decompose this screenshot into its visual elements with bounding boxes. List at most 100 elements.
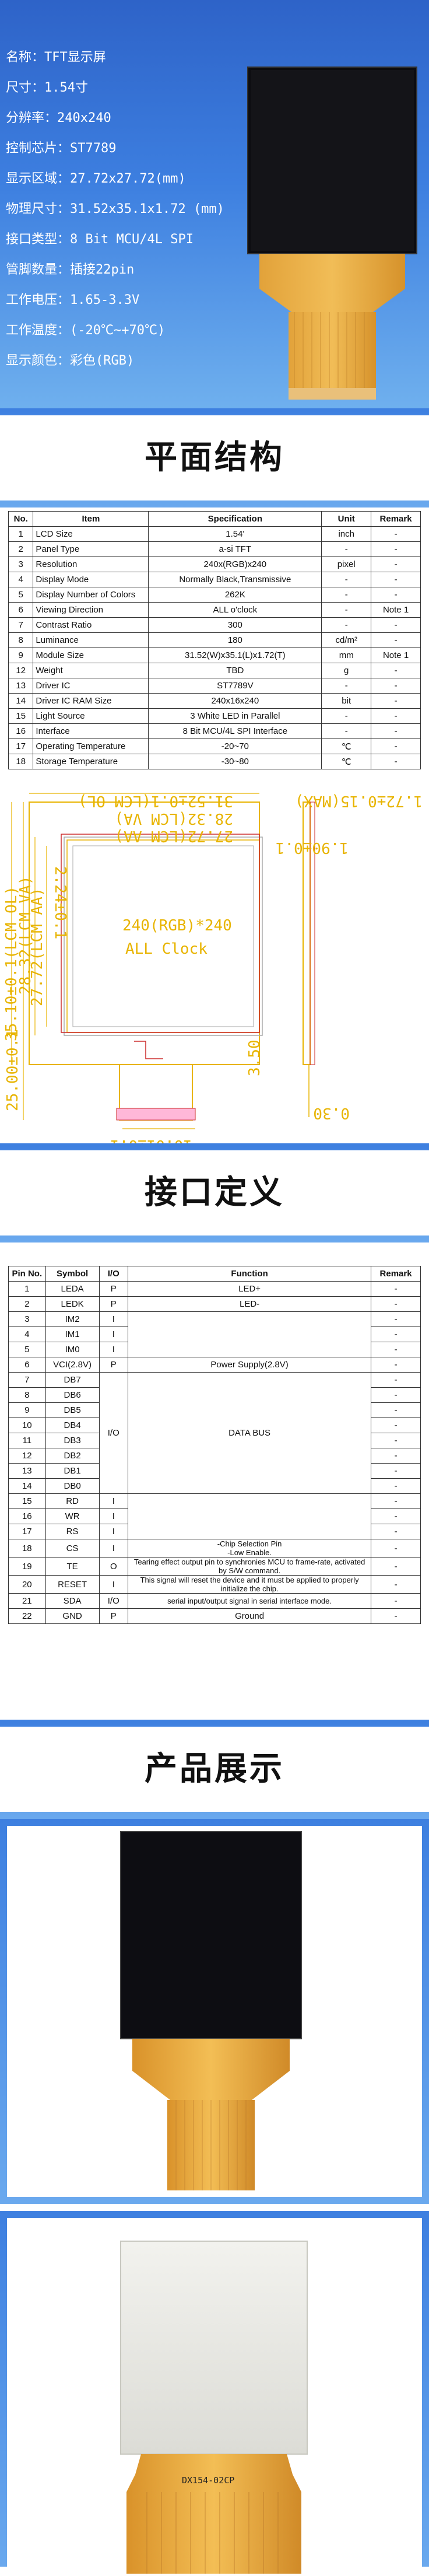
table-cell: Panel Type [33,541,149,557]
table-cell: LEDK [45,1296,100,1312]
spec-label: 显示区域： [6,172,71,186]
table-cell: - [321,587,372,603]
table-cell: ℃ [321,754,372,769]
table-cell: - [371,1311,421,1327]
table-cell: SDA [45,1593,100,1609]
spec-line: 分辨率：240x240 [6,107,111,126]
table-cell: DB2 [45,1448,100,1464]
table-cell: 19 [8,1557,46,1576]
table-cell: - [371,1463,421,1479]
spec-line: 尺寸：1.54寸 [6,77,88,96]
spec-label: 控制芯片： [6,141,71,156]
spec-value: 插接22pin [70,262,135,277]
table-cell: 14 [8,693,34,709]
table-cell: - [371,1478,421,1494]
table-cell: 3 White LED in Parallel [148,708,322,724]
spec-line: 物理尺寸：31.52x35.1x1.72 (mm) [6,198,224,217]
table-cell: Driver IC RAM Size [33,693,149,709]
section-title: 接口定义 [145,1174,284,1212]
table-cell: - [371,1524,421,1539]
table-cell: 4 [8,1326,46,1342]
table-cell: RS [45,1524,100,1539]
section-title: 平面结构 [145,439,284,477]
table-cell: Display Number of Colors [33,587,149,603]
spec-label: 显示颜色： [6,354,71,368]
table-cell: 16 [8,1508,46,1524]
dim-d2: 28.32(LCM VA) [115,810,234,827]
table-cell: 240x16x240 [148,693,322,709]
spec-label: 工作电压： [6,293,71,307]
table-cell: - [321,678,372,694]
table-cell: serial input/output signal in serial int… [128,1593,372,1609]
spec-value: (-20℃~+70℃) [70,323,166,338]
table-cell: DB7 [45,1372,100,1388]
spec-label: 名称： [6,50,45,65]
table-cell: 15 [8,708,34,724]
table-cell: 8 [8,632,34,648]
section-header-interface: 接口定义 [0,1143,429,1242]
table-cell: DB3 [45,1433,100,1448]
table-cell: 9 [8,648,34,663]
table-cell: -20~70 [148,738,322,754]
column-header: Item [33,511,149,527]
table-cell: RESET [45,1575,100,1594]
spec-label: 物理尺寸： [6,202,71,216]
spec-line: 显示颜色：彩色(RGB) [6,350,134,369]
table-cell: - [321,541,372,557]
table-cell: 13 [8,1463,46,1479]
table-cell: - [321,708,372,724]
table-cell: P [99,1357,129,1373]
table-cell: - [371,693,421,709]
table-cell: I [99,1342,129,1357]
table-cell [128,1493,372,1539]
table-cell: 18 [8,1539,46,1558]
table-cell: inch [321,526,372,542]
dim-v1: 35.10±0.1(LCM OL) [3,886,20,1041]
spec-line: 显示区域：27.72x27.72(mm) [6,168,186,187]
spec-label: 尺寸： [6,80,45,95]
table-cell: - [371,1342,421,1357]
table-cell: g [321,663,372,678]
table-cell: ST7789V [148,678,322,694]
table-cell: LEDA [45,1281,100,1297]
table-cell: - [371,572,421,587]
spec-line: 名称：TFT显示屏 [6,47,106,65]
table-cell: - [371,1433,421,1448]
table-cell: IM1 [45,1326,100,1342]
table-cell: Ground [128,1608,372,1624]
hero-banner: 名称：TFT显示屏尺寸：1.54寸分辨率：240x240 控制芯片：ST7789 显… [0,0,429,408]
column-header: I/O [99,1266,129,1282]
section-title: 产品展示 [145,1750,284,1788]
table-cell: This signal will reset the device and it… [128,1575,372,1594]
table-cell: - [371,678,421,694]
table-cell: - [371,708,421,724]
table-cell: - [371,1575,421,1594]
table-cell: - [371,738,421,754]
spec-label: 工作温度： [6,323,71,338]
spec-value: 8 Bit MCU/4L SPI [70,232,194,247]
table-cell: Note 1 [371,602,421,618]
table-cell: 16 [8,723,34,739]
dim-d4: 2.24±0.1 [51,866,69,939]
table-cell: - [371,1402,421,1418]
table-cell: 8 [8,1387,46,1403]
spec-label: 分辨率： [6,111,58,125]
table-cell: Resolution [33,556,149,572]
spec-value: ST7789 [70,141,117,156]
table-cell: 7 [8,1372,46,1388]
table-cell: Note 1 [371,648,421,663]
dim-d3: 27.72(LCM AA) [115,827,234,845]
table-cell: Luminance [33,632,149,648]
